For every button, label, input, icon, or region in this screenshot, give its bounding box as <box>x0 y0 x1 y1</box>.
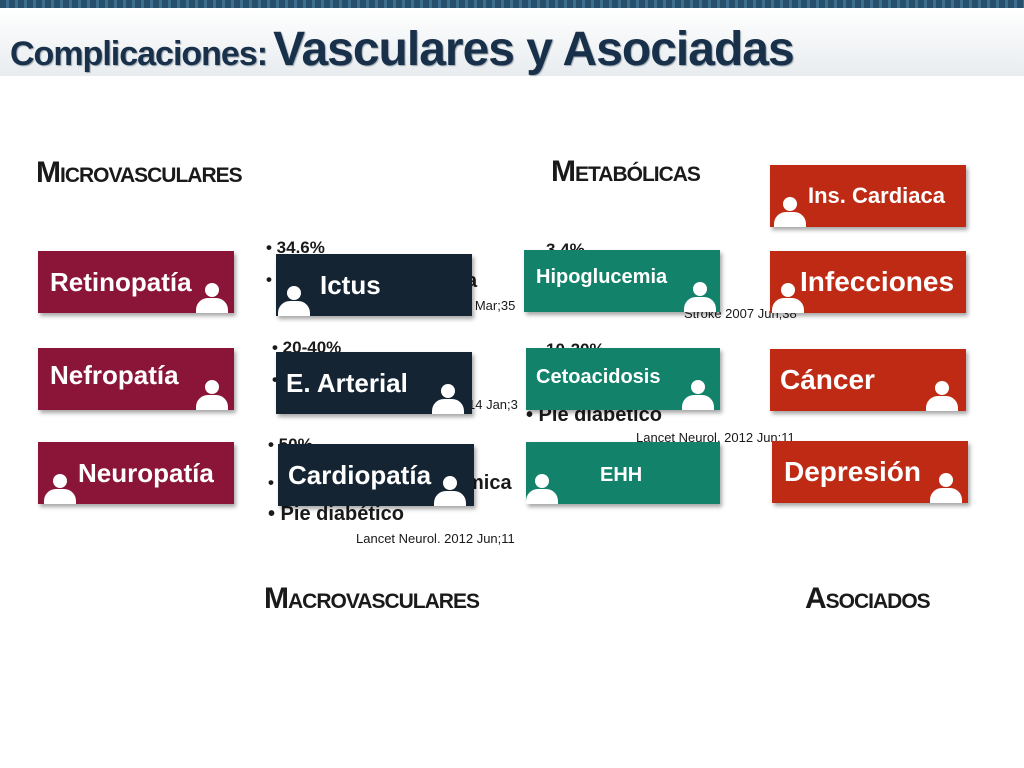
box-cetoacidosis[interactable]: Cetoacidosis <box>526 348 720 410</box>
box-label: Retinopatía <box>50 267 192 297</box>
title-main: Vasculares y Asociadas <box>273 23 795 76</box>
top-stripe <box>0 0 1024 8</box>
box-retinopatia[interactable]: Retinopatía <box>38 251 234 313</box>
heading-microvascular: Microvasculares <box>36 156 243 189</box>
box-neuropatia[interactable]: Neuropatía <box>38 442 234 504</box>
bullet-fragment-6: mica <box>466 472 512 494</box>
box-cardiopatia[interactable]: Cardiopatía <box>278 444 474 506</box>
person-icon <box>926 473 966 503</box>
reference-fragment-2: 14 Jan;3 <box>468 397 518 412</box>
heading-macrovascular: Macrovasculares <box>264 582 480 615</box>
box-label: EHH <box>600 464 643 486</box>
box-label: E. Arterial <box>286 368 408 398</box>
person-icon <box>192 380 232 410</box>
person-icon <box>274 286 314 316</box>
reference-macro: Lancet Neurol. 2012 Jun;11 <box>356 531 515 546</box>
box-label: Depresión <box>784 456 921 487</box>
person-icon <box>678 380 718 410</box>
title-prefix: Complicaciones: <box>10 35 268 73</box>
person-icon <box>430 476 470 506</box>
box-label: Cetoacidosis <box>536 366 661 388</box>
box-ins-cardiaca[interactable]: Ins. Cardiaca <box>770 165 966 227</box>
box-label: Infecciones <box>800 266 955 297</box>
box-ehh[interactable]: EHH <box>526 442 720 504</box>
page-title: Complicaciones:Vasculares y Asociadas <box>10 22 795 77</box>
box-ictus[interactable]: Ictus <box>276 254 472 316</box>
person-icon <box>680 282 720 312</box>
heading-metabolic: Metabólicas <box>551 155 701 188</box>
box-depresion[interactable]: Depresión <box>772 441 968 503</box>
person-icon <box>770 197 810 227</box>
box-infecciones[interactable]: Infecciones <box>770 251 966 313</box>
box-nefropatia[interactable]: Nefropatía <box>38 348 234 410</box>
bullet-marker-2: • <box>266 270 272 289</box>
person-icon <box>522 474 562 504</box>
person-icon <box>40 474 80 504</box>
reference-fragment-1: 2 Mar;35 <box>464 298 516 313</box>
box-label: Ins. Cardiaca <box>808 183 945 208</box>
box-label: Nefropatía <box>50 360 179 390</box>
box-cancer[interactable]: Cáncer <box>770 349 966 411</box>
heading-associated: Asociados <box>805 582 931 615</box>
box-e-arterial[interactable]: E. Arterial <box>276 352 472 414</box>
bullet-stat-1: • 34.6% <box>266 238 325 257</box>
box-label: Cáncer <box>780 364 875 395</box>
person-icon <box>922 381 962 411</box>
person-icon <box>192 283 232 313</box>
person-icon <box>428 384 468 414</box>
box-label: Neuropatía <box>78 458 214 488</box>
person-icon <box>768 283 808 313</box>
bullet-marker-6: • <box>268 473 274 492</box>
box-hipoglucemia[interactable]: Hipoglucemia <box>524 250 720 312</box>
box-label: Ictus <box>320 270 381 300</box>
reference-metabolic-2: Lancet Neurol. 2012 Jun;11 <box>636 430 795 445</box>
box-label: Hipoglucemia <box>536 266 668 288</box>
box-label: Cardiopatía <box>288 460 432 490</box>
title-bar: Complicaciones:Vasculares y Asociadas <box>0 8 1024 76</box>
bullet-diabetic-foot: • Pie diabético <box>268 503 404 525</box>
bullet-marker-4: • <box>272 370 278 389</box>
